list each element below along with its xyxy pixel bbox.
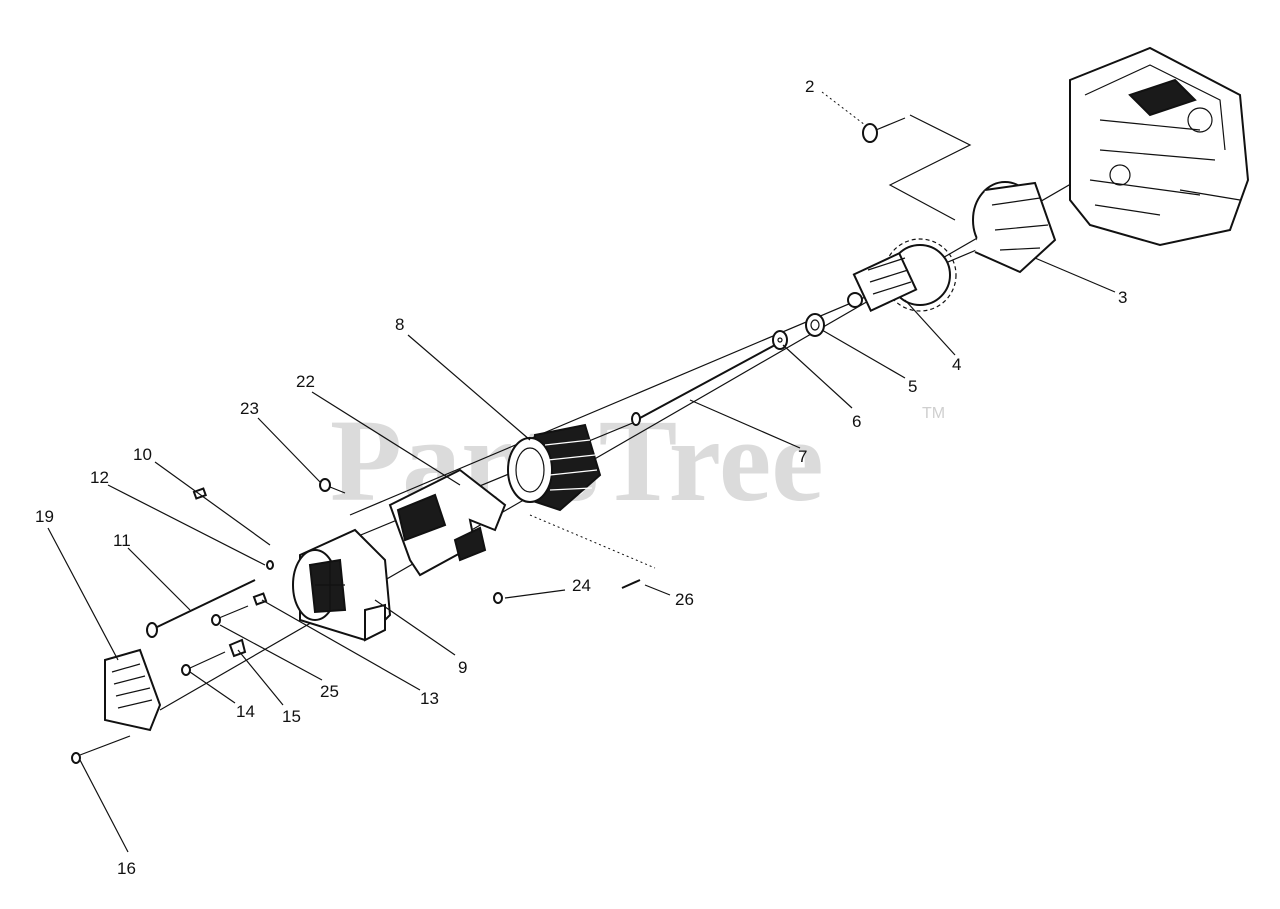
- part-8-stator: [507, 423, 602, 512]
- leader-10: [154, 461, 271, 546]
- part-15-bracket: [228, 638, 247, 658]
- leader-6: [782, 344, 853, 409]
- callout-12: 12: [90, 468, 109, 487]
- leader-2: [821, 91, 866, 126]
- engine-part: [1069, 46, 1250, 247]
- callout-3: 3: [1118, 288, 1127, 307]
- part-25-screw: [211, 605, 249, 626]
- callout-25: 25: [320, 682, 339, 701]
- part-24-nut: [493, 592, 503, 604]
- leader-7: [689, 399, 801, 449]
- callout-23: 23: [240, 399, 259, 418]
- callout-11: 11: [113, 531, 131, 550]
- part-4-rotor: [847, 238, 957, 313]
- part-16-screw: [71, 735, 131, 764]
- leader-lines: [47, 91, 1116, 853]
- callout-labels: 2 3 4 5 6 7 8 9 10 11 12 13 14 15 16 19 …: [35, 77, 1127, 878]
- part-9-brush-housing: [292, 528, 392, 642]
- callout-15: 15: [282, 707, 301, 726]
- leader-13: [261, 599, 421, 691]
- callout-19: 19: [35, 507, 54, 526]
- part-11-long-bolt: [146, 579, 256, 638]
- callout-14: 14: [236, 702, 255, 721]
- part-3-housing: [972, 181, 1057, 274]
- callout-26: 26: [675, 590, 694, 609]
- callout-10: 10: [133, 445, 152, 464]
- part-23-screw: [319, 478, 346, 494]
- part-5-nut: [805, 313, 825, 337]
- part-19-cover-plate: [104, 648, 162, 732]
- callout-8: 8: [395, 315, 404, 334]
- leader-22: [311, 391, 461, 486]
- leader-8: [407, 334, 531, 441]
- part-6-washer: [772, 330, 788, 350]
- part-2-screw: [862, 117, 906, 143]
- part-26-screw: [621, 579, 641, 589]
- part-2-reference-line: [888, 114, 972, 221]
- part-14-screw: [181, 651, 226, 676]
- callout-5: 5: [908, 377, 917, 396]
- leader-15: [237, 649, 284, 706]
- leader-16: [79, 759, 129, 853]
- callout-7: 7: [798, 447, 807, 466]
- callout-24: 24: [572, 576, 591, 595]
- leader-12: [107, 484, 266, 566]
- leader-19: [47, 527, 119, 661]
- callout-22: 22: [296, 372, 315, 391]
- assembly-axis-upper: [159, 169, 1096, 711]
- leader-4: [904, 299, 956, 356]
- leader-9: [374, 599, 456, 656]
- part-22-shield: [388, 468, 507, 577]
- leader-26: [644, 584, 671, 596]
- leader-23: [257, 417, 321, 483]
- leader-5: [821, 329, 906, 379]
- leader-3: [1034, 257, 1116, 293]
- callout-16: 16: [117, 859, 136, 878]
- part-7-through-bolt: [631, 344, 776, 426]
- leader-11: [127, 547, 191, 611]
- leader-14: [189, 671, 236, 704]
- callout-2: 2: [805, 77, 814, 96]
- callout-9: 9: [458, 658, 467, 677]
- leader-24: [504, 589, 566, 599]
- callout-13: 13: [420, 689, 439, 708]
- callout-6: 6: [852, 412, 861, 431]
- leader-25: [219, 624, 323, 681]
- watermark-trademark: TM: [922, 405, 945, 422]
- part-12-washer: [266, 560, 274, 570]
- part-13-clip: [252, 592, 268, 606]
- callout-4: 4: [952, 355, 961, 374]
